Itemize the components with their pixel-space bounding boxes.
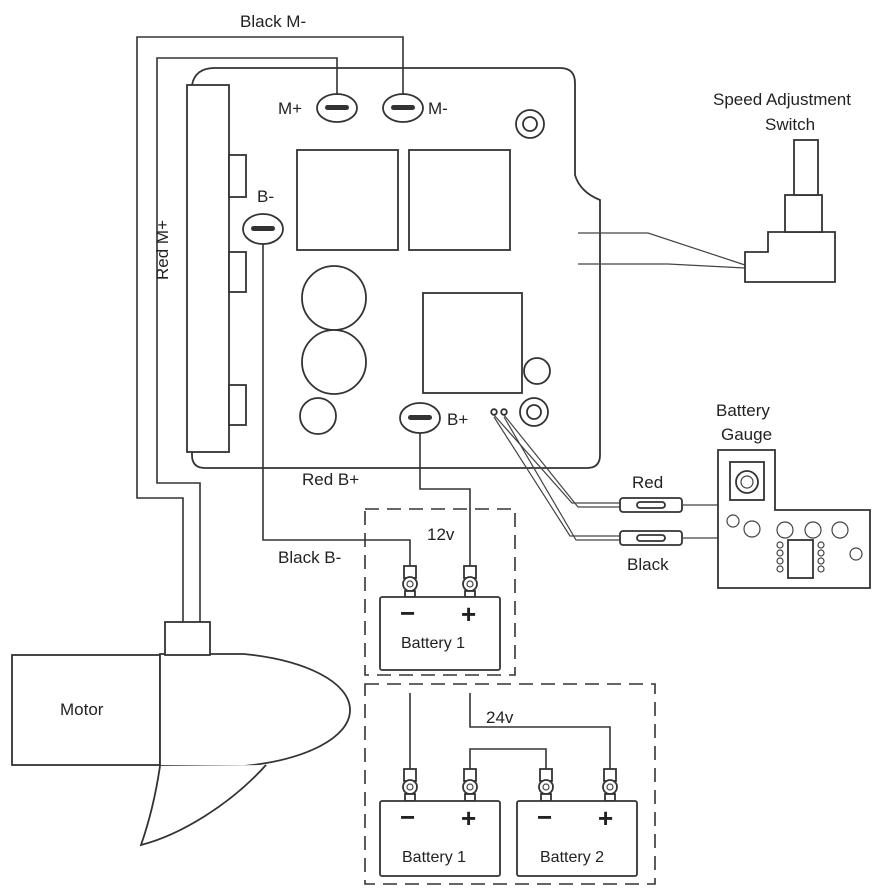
- battery-gauge-assembly: Red Black Battery Gauge: [493, 401, 871, 589]
- post-neg: [402, 565, 418, 598]
- fuse-red: [619, 497, 683, 513]
- motor-wires: Red M+ Black M-: [136, 12, 404, 622]
- heatsink-tab: [228, 251, 247, 293]
- label-motor: Motor: [60, 700, 104, 719]
- label-b-plus: B+: [447, 410, 468, 429]
- terminal-m-plus: [316, 93, 358, 123]
- trolling-motor: Motor: [11, 621, 351, 847]
- heatsink-tab: [228, 384, 247, 426]
- mounting-hole: [522, 116, 538, 132]
- battery-label: Battery 1: [401, 635, 465, 652]
- fuse-black: [619, 530, 683, 546]
- label-red: Red: [632, 473, 663, 492]
- label-speed-switch-line1: Speed Adjustment: [713, 90, 851, 109]
- gauge-pin: [490, 408, 498, 416]
- label-24v: 24v: [486, 708, 514, 727]
- battery-label: Battery 2: [540, 849, 604, 866]
- battery-minus-sign: −: [400, 802, 415, 832]
- heatsink-tab: [228, 154, 247, 198]
- post-neg-2: [538, 768, 554, 802]
- battery-label: Battery 1: [402, 849, 466, 866]
- terminal-m-minus: [382, 93, 424, 123]
- post-pos-1: [462, 768, 478, 802]
- label-battery-gauge-line2: Gauge: [721, 425, 772, 444]
- label-m-minus: M-: [428, 99, 448, 118]
- relay: [422, 292, 523, 394]
- terminal-b-minus: [242, 213, 284, 245]
- label-black: Black: [627, 555, 669, 574]
- capacitor: [301, 265, 367, 331]
- capacitor: [301, 329, 367, 395]
- post-neg-1: [402, 768, 418, 802]
- battery-box-1: − + Battery 1: [379, 800, 501, 877]
- label-b-minus: B-: [257, 187, 274, 206]
- heatsink-bar: [186, 84, 230, 453]
- terminal-b-plus: [399, 402, 441, 434]
- label-red-m-plus: Red M+: [153, 220, 172, 280]
- speed-adjustment-switch: Speed Adjustment Switch: [578, 90, 851, 283]
- battery-wires: Red B+ Black B-: [262, 244, 471, 567]
- battery-24v-group: 24v − + Battery 1: [364, 683, 656, 885]
- gauge-pin: [500, 408, 508, 416]
- label-12v: 12v: [427, 525, 455, 544]
- battery-minus-sign: −: [537, 802, 552, 832]
- battery-plus-sign: +: [598, 803, 613, 833]
- relay: [408, 149, 511, 251]
- label-black-b-minus: Black B-: [278, 548, 341, 567]
- controller-board: M+ M- B- B+: [186, 67, 601, 469]
- battery-box-2: − + Battery 2: [516, 800, 638, 877]
- battery-minus-sign: −: [400, 598, 415, 628]
- capacitor: [523, 357, 551, 385]
- post-pos-2: [602, 768, 618, 802]
- capacitor: [299, 397, 337, 435]
- battery-plus-sign: +: [461, 599, 476, 629]
- battery-plus-sign: +: [461, 803, 476, 833]
- label-black-m-minus: Black M-: [240, 12, 306, 31]
- label-speed-switch-line2: Switch: [765, 115, 815, 134]
- relay: [296, 149, 399, 251]
- label-red-b-plus: Red B+: [302, 470, 359, 489]
- battery-12v-group: 12v − + Battery 1: [364, 508, 516, 676]
- post-pos: [462, 565, 478, 598]
- battery-box: − + Battery 1: [379, 596, 501, 671]
- label-battery-gauge-line1: Battery: [716, 401, 770, 420]
- label-m-plus: M+: [278, 99, 302, 118]
- mounting-hole: [526, 404, 542, 420]
